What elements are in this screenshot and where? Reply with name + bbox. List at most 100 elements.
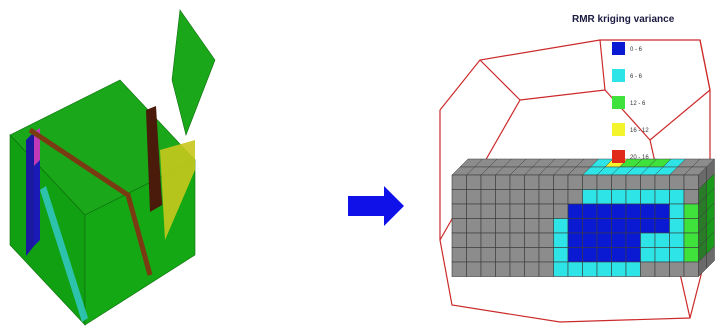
voxel-front-cell [553, 218, 569, 234]
voxel-front-cell [654, 232, 670, 248]
legend-swatch [612, 123, 625, 136]
voxel-front-cell [611, 247, 627, 263]
voxel-front-cell [683, 232, 699, 248]
voxel-front-cell [538, 203, 554, 219]
voxel-front-cell [582, 218, 598, 234]
voxel-front-cell [538, 232, 554, 248]
fault-plane-yellow [160, 140, 195, 240]
voxel-front-cell [582, 174, 598, 190]
voxel-front-cell [567, 203, 583, 219]
voxel-front-cell [553, 203, 569, 219]
voxel-front-cell [654, 174, 670, 190]
voxel-front-cell [669, 174, 685, 190]
voxel-front-cell [654, 247, 670, 263]
voxel-front-cell [480, 203, 496, 219]
voxel-front-cell [553, 189, 569, 205]
stratum-blue [34, 160, 40, 246]
legend-label: 16 - 12 [630, 128, 649, 134]
voxel-front-cell [553, 261, 569, 277]
voxel-front-cell [451, 247, 467, 263]
voxel-front-cell [567, 247, 583, 263]
floating-fault-plane [171, 9, 216, 136]
voxel-front-cell [625, 261, 641, 277]
voxel-front-cell [495, 189, 511, 205]
voxel-front-cell [640, 174, 656, 190]
voxel-front-cell [451, 261, 467, 277]
voxel-front-cell [611, 261, 627, 277]
voxel-front-cell [524, 203, 540, 219]
legend-label: 20 - 16 [630, 155, 649, 161]
voxel-front-cell [466, 247, 482, 263]
voxel-front-cell [495, 174, 511, 190]
voxel-front-cell [466, 203, 482, 219]
voxel-front-cell [611, 203, 627, 219]
legend-swatch [612, 96, 625, 109]
voxel-front-cell [625, 247, 641, 263]
voxel-front-cell [654, 261, 670, 277]
voxel-front-cell [553, 247, 569, 263]
voxel-front-cell [495, 203, 511, 219]
voxel-front-cell [654, 203, 670, 219]
voxel-front-cell [466, 232, 482, 248]
voxel-front-cell [538, 189, 554, 205]
voxel-front-cell [480, 189, 496, 205]
voxel-block-model [451, 158, 716, 278]
voxel-front-cell [582, 203, 598, 219]
voxel-front-cell [625, 189, 641, 205]
voxel-front-cell [466, 174, 482, 190]
voxel-front-cell [509, 232, 525, 248]
voxel-front-cell [495, 261, 511, 277]
voxel-front-cell [509, 261, 525, 277]
voxel-front-cell [480, 218, 496, 234]
voxel-front-cell [611, 232, 627, 248]
voxel-front-cell [669, 247, 685, 263]
voxel-front-cell [495, 218, 511, 234]
voxel-front-cell [480, 247, 496, 263]
voxel-front-cell [596, 232, 612, 248]
voxel-front-cell [524, 232, 540, 248]
fault-recess [146, 106, 162, 212]
voxel-front-cell [640, 261, 656, 277]
legend-label: 12 - 6 [630, 101, 646, 107]
legend-swatch [612, 42, 625, 55]
voxel-front-cell [451, 174, 467, 190]
voxel-front-cell [611, 174, 627, 190]
voxel-front-cell [451, 232, 467, 248]
voxel-front-cell [640, 189, 656, 205]
voxel-front-cell [553, 232, 569, 248]
voxel-front-cell [509, 189, 525, 205]
voxel-front-cell [524, 261, 540, 277]
voxel-front-cell [669, 189, 685, 205]
voxel-front-cell [683, 247, 699, 263]
voxel-front-cell [669, 261, 685, 277]
legend: RMR kriging variance 0 - 66 - 612 - 616 … [572, 14, 675, 163]
voxel-side-cell [706, 245, 715, 270]
voxel-front-cell [611, 218, 627, 234]
transform-arrow-icon [348, 186, 404, 226]
voxel-front-cell [567, 189, 583, 205]
geological-block-model [9, 9, 216, 326]
voxel-front-cell [509, 247, 525, 263]
voxel-front-cell [524, 189, 540, 205]
voxel-front-cell [669, 218, 685, 234]
voxel-front-cell [640, 218, 656, 234]
voxel-front-cell [567, 261, 583, 277]
voxel-front-cell [683, 174, 699, 190]
legend-swatch [612, 150, 625, 163]
voxel-front-cell [582, 189, 598, 205]
voxel-front-cell [596, 261, 612, 277]
voxel-front-cell [509, 203, 525, 219]
voxel-front-cell [596, 218, 612, 234]
voxel-front-cell [654, 218, 670, 234]
voxel-front-cell [553, 174, 569, 190]
voxel-front-cell [640, 247, 656, 263]
voxel-front-cell [669, 203, 685, 219]
voxel-front-cell [524, 247, 540, 263]
voxel-front-cell [480, 261, 496, 277]
voxel-front-cell [654, 189, 670, 205]
fault-line-main [28, 127, 153, 276]
legend-label: 0 - 6 [630, 47, 643, 53]
voxel-front-cell [640, 232, 656, 248]
voxel-front-cell [596, 189, 612, 205]
